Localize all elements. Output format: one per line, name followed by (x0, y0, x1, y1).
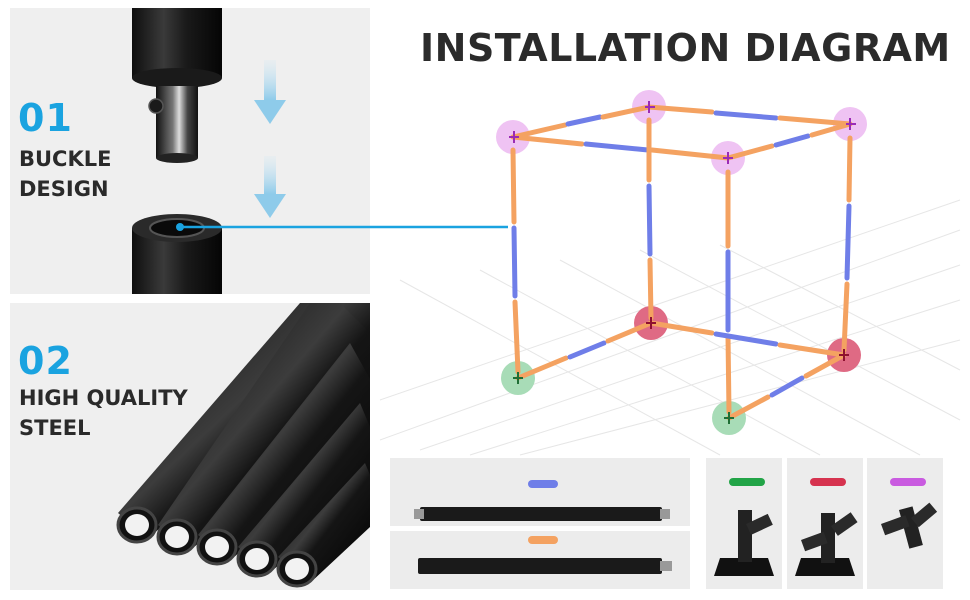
purple-node (632, 90, 666, 124)
lower-tube (132, 228, 222, 294)
feature-label: DESIGN (19, 177, 109, 201)
page-title: INSTALLATION DIAGRAM (420, 26, 951, 70)
red-connector-part (787, 458, 863, 589)
purple-node (833, 107, 867, 141)
buckle-design-panel: 01 BUCKLE DESIGN (10, 8, 370, 294)
red-node (634, 306, 668, 340)
green-color-tag (729, 478, 765, 486)
red-color-tag (810, 478, 846, 486)
orange-color-tag (528, 536, 558, 544)
blue-rod-part (390, 458, 690, 526)
orange-rod-part (390, 531, 690, 589)
connector-markers (509, 101, 856, 424)
feature-label: STEEL (19, 416, 91, 440)
feature-label: BUCKLE (19, 147, 112, 171)
down-arrow-icon (254, 156, 286, 218)
green-node (712, 401, 746, 435)
purple-node (711, 141, 745, 175)
down-arrow-icon (254, 60, 286, 124)
buckle-button (148, 98, 164, 114)
frame-rods (510, 104, 853, 421)
purple-connector-part (867, 458, 943, 589)
floor-grid (379, 199, 961, 456)
feature-number: 02 (18, 339, 73, 383)
steel-tube (198, 343, 370, 561)
green-node (501, 361, 535, 395)
feature-label: HIGH QUALITY (19, 386, 188, 410)
feature-number: 01 (18, 96, 73, 140)
upper-tube (132, 8, 222, 86)
purple-node (496, 120, 530, 154)
steel-panel: 02 HIGH QUALITY STEEL (10, 303, 370, 590)
steel-tubes-illustration (116, 303, 370, 588)
connector-nodes (496, 90, 867, 435)
red-node (827, 338, 861, 372)
green-connector-part (706, 458, 782, 589)
buckle-pin (156, 86, 198, 158)
steel-tube (158, 303, 370, 551)
blue-color-tag (528, 480, 558, 488)
purple-color-tag (890, 478, 926, 486)
steel-tube (238, 403, 370, 573)
